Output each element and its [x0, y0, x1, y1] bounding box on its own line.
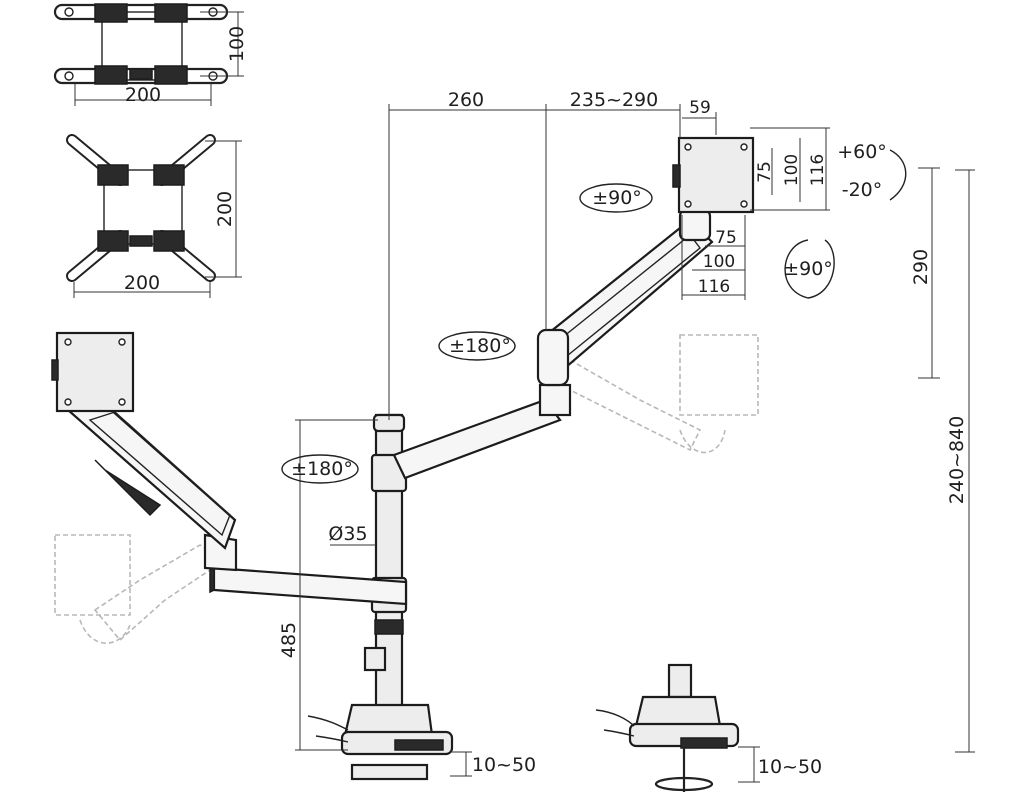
vesa-horizontal-75-label: 75 — [715, 228, 737, 248]
pole-diameter-label: Ø35 — [328, 523, 367, 545]
lower-arm — [65, 398, 408, 606]
rotation-arrows — [281, 149, 907, 484]
vesa-horizontal-116-label: 116 — [698, 277, 730, 297]
plate-depth-label: 59 — [689, 98, 711, 118]
arm-reach-label: 260 — [448, 89, 484, 111]
swivel-plate-label: ±90° — [592, 187, 642, 209]
tilt-down-label: -20° — [842, 179, 883, 201]
pole-height-label: 485 — [278, 622, 300, 658]
clamp-thickness-right-label: 10~50 — [758, 756, 822, 778]
upper-arm — [392, 208, 714, 480]
arm-extension-label: 235~290 — [570, 89, 658, 111]
tilt-up-label: +60° — [837, 141, 887, 163]
total-height-label: 240~840 — [946, 416, 968, 504]
vesa-plate-square: 100 200 — [53, 3, 248, 106]
left-monitor-plate — [51, 331, 135, 413]
vesa-cross-width-label: 200 — [124, 272, 160, 294]
vesa-vertical-100-label: 100 — [782, 154, 802, 186]
rotate-screen-label: ±90° — [783, 258, 833, 280]
arm-upper-joint-label: ±180° — [449, 335, 511, 357]
dimension-lines — [295, 104, 975, 783]
desk-clamp-right — [595, 663, 740, 792]
vesa-vertical-75-label: 75 — [755, 161, 775, 183]
height-adjust-label: 290 — [910, 249, 932, 285]
vesa-square-height-label: 100 — [226, 26, 248, 62]
vesa-square-width-label: 200 — [125, 84, 161, 106]
vesa-plate-cross: 200 200 — [66, 134, 242, 298]
dimension-labels: 260 235~290 59 75 100 116 75 100 116 290… — [278, 89, 968, 778]
clamp-thickness-left-label: 10~50 — [472, 754, 536, 776]
arm-pole-joint-label: ±180° — [291, 458, 353, 480]
vesa-cross-height-label: 200 — [214, 191, 236, 227]
vesa-horizontal-100-label: 100 — [703, 252, 735, 272]
rotation-labels: +60° -20° ±90° ±90° ±180° ±180° — [291, 141, 887, 480]
vesa-vertical-116-label: 116 — [808, 154, 828, 186]
right-monitor-plate — [672, 136, 755, 214]
desk-clamp-left — [307, 703, 454, 781]
